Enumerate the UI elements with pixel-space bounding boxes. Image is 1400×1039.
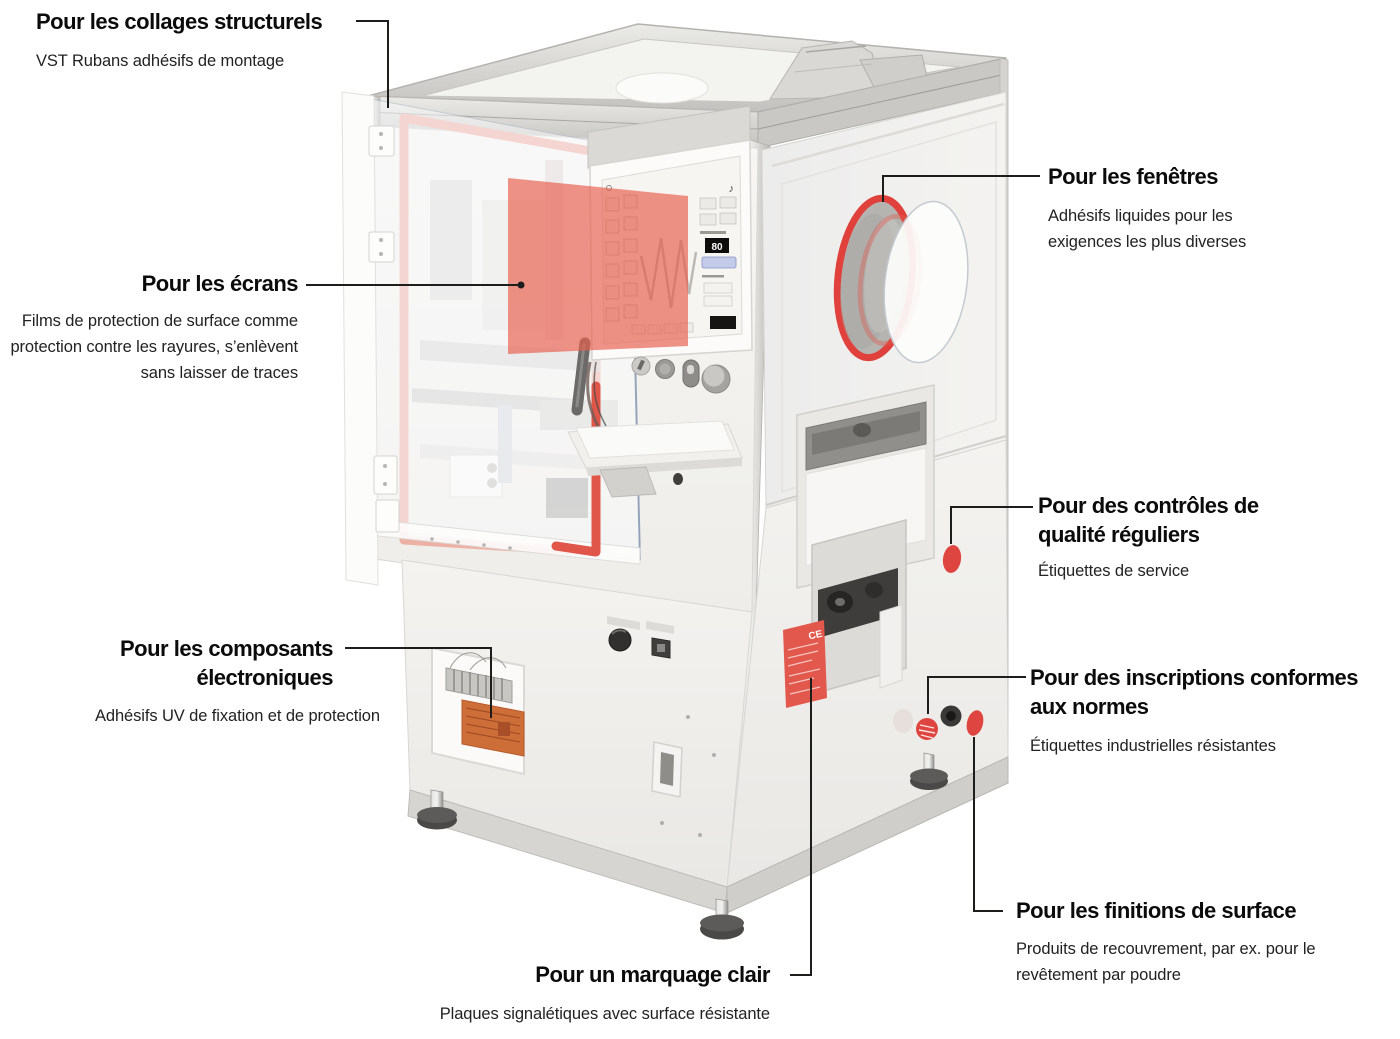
music-note-icon: ♪: [729, 183, 735, 195]
leader-marquage: [790, 678, 812, 976]
door-frame-strip: [341, 91, 379, 586]
round-knob: [608, 628, 632, 652]
annotation-title: Pour les collages structurels: [36, 9, 323, 34]
conveyor-opening-lower: [811, 519, 907, 695]
display-value: 80: [711, 242, 723, 253]
annotation-desc: Films de protection de surface comme pro…: [10, 312, 298, 382]
annotation-title: Pour un marquage clair: [535, 962, 770, 987]
cable: [586, 361, 602, 431]
ce-mark: CE: [808, 629, 824, 643]
machine-feet: [417, 752, 948, 940]
black-button: [710, 316, 736, 329]
ce-nameplate-label: CE: [783, 620, 827, 708]
annotation-inscriptions: Pour des inscriptions conformes aux norm…: [1030, 663, 1390, 759]
leader-fenetres: [882, 175, 1040, 202]
component-label-orange: [461, 699, 525, 757]
pale-label-dot: [893, 709, 913, 733]
porthole-window: [833, 194, 969, 364]
annotation-desc: Étiquettes industrielles résistantes: [1030, 737, 1276, 755]
leader-finitions: [973, 737, 1003, 912]
annotation-composants: Pour les composants électroniques Adhési…: [95, 634, 380, 729]
annotation-desc: Plaques signalétiques avec surface résis…: [439, 1005, 770, 1023]
service-label-dot: [942, 545, 962, 573]
blue-button: [701, 256, 737, 269]
annotation-desc: Produits de recouvrement, par ex. pour l…: [1016, 940, 1316, 984]
tray-hole: [673, 473, 683, 485]
leader-lines: [306, 20, 1040, 976]
industrial-label-dot: [916, 718, 938, 740]
annotation-desc: Adhésifs UV de fixation et de protection: [95, 707, 380, 725]
front-face-upper: [341, 91, 759, 613]
annotation-title: Pour les écrans: [141, 271, 299, 296]
door-hinges: [368, 125, 400, 533]
annotation-fenetres: Pour les fenêtres Adhésifs liquides pour…: [1048, 162, 1278, 255]
door-handle: [571, 337, 591, 416]
annotation-desc: VST Rubans adhésifs de montage: [36, 52, 285, 70]
annotation-collages: Pour les collages structurels VST Rubans…: [36, 7, 323, 74]
leader-collages: [356, 20, 389, 108]
leader-ecrans-endpoint: [517, 281, 525, 289]
porthole-glass-disc: [883, 200, 969, 364]
annotation-title: Pour les composants électroniques: [119, 636, 334, 690]
front-face-lower: [401, 559, 948, 940]
annotation-desc: Adhésifs liquides pour les exigences les…: [1048, 207, 1247, 251]
annotation-finitions: Pour les finitions de surface Produits d…: [1016, 896, 1336, 988]
electronics-niche: [431, 646, 525, 776]
annotation-title: Pour les fenêtres: [1048, 164, 1219, 189]
surface-finish-dot: [966, 710, 984, 736]
highlight-markers: [893, 545, 984, 740]
control-knobs: [631, 356, 731, 394]
annotation-title: Pour les finitions de surface: [1016, 898, 1297, 923]
keyboard-tray: [567, 420, 743, 498]
annotation-desc: Étiquettes de service: [1038, 562, 1190, 580]
leader-inscriptions: [927, 676, 1026, 714]
annotation-marquage: Pour un marquage clair Plaques signaléti…: [439, 960, 771, 1027]
recessed-handle: [651, 741, 683, 798]
annotation-ecrans: Pour les écrans Films de protection de s…: [0, 269, 298, 386]
right-face: CE: [726, 91, 1009, 914]
annotation-title: Pour des inscriptions conformes aux norm…: [1030, 665, 1359, 719]
leader-composants: [345, 647, 492, 718]
screen-film-highlight: [508, 178, 688, 354]
annotation-title: Pour des contrôles de qualité réguliers: [1038, 493, 1259, 547]
annotation-controles: Pour des contrôles de qualité réguliers …: [1038, 491, 1288, 584]
leader-controles: [950, 506, 1033, 544]
value-display: [705, 238, 729, 253]
